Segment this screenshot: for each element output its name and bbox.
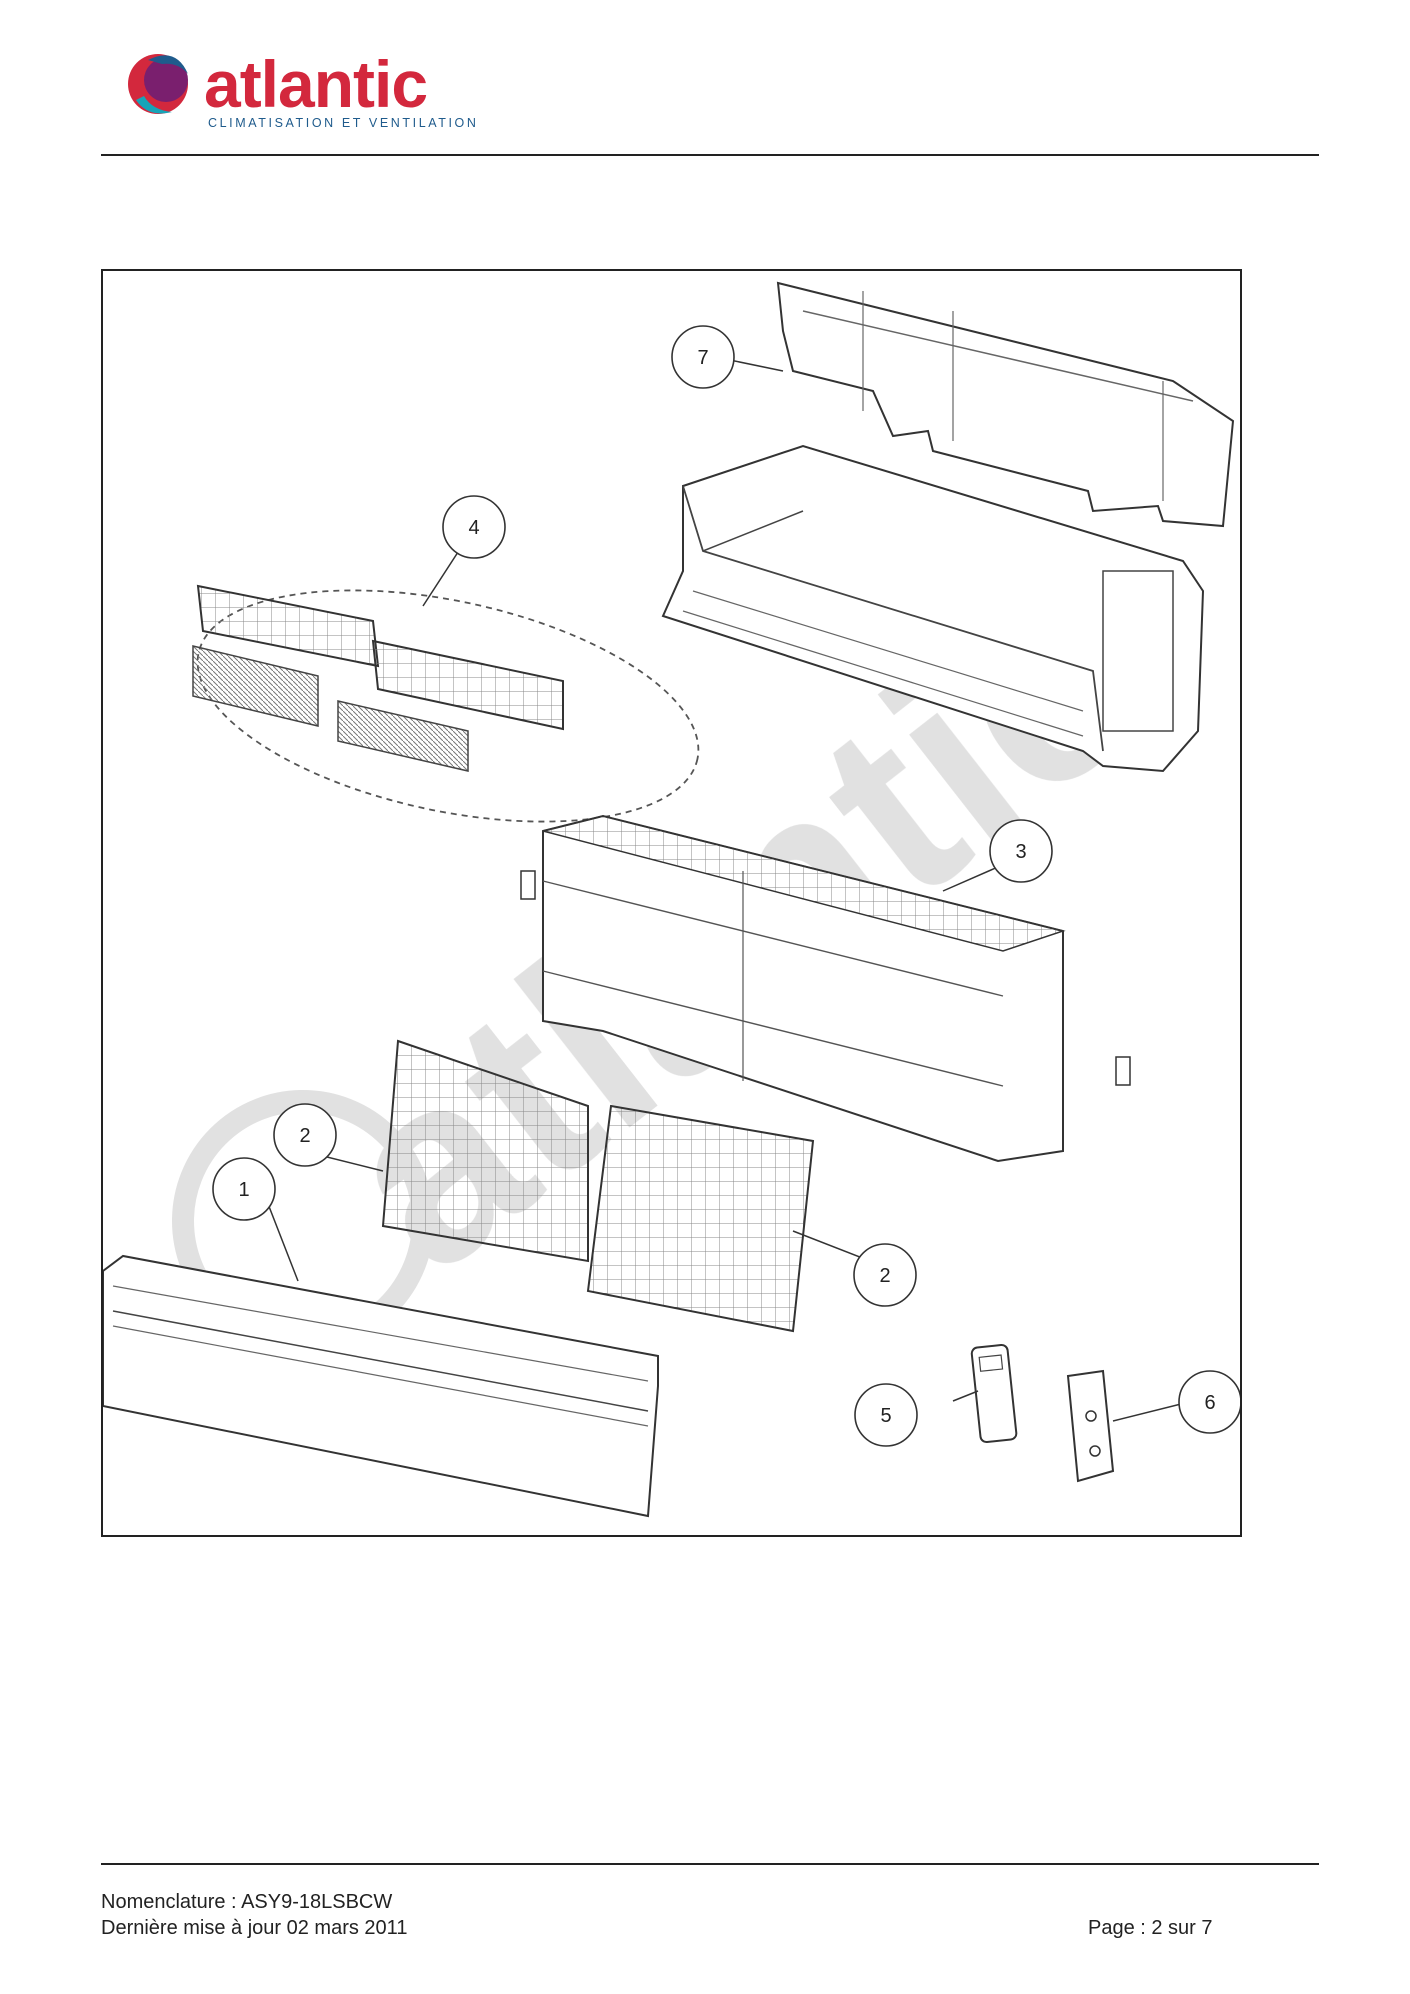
logo-wordmark: atlantic xyxy=(204,47,428,121)
svg-text:2: 2 xyxy=(299,1125,310,1147)
part-5-remote-control xyxy=(970,1343,1018,1444)
callout-5: 5 xyxy=(854,1383,918,1447)
atlantic-logo: atlantic CLIMATISATION ET VENTILATION xyxy=(118,40,498,140)
callout-2a: 2 xyxy=(273,1103,337,1167)
exploded-view-diagram: atlantic xyxy=(101,269,1242,1537)
callout-1: 1 xyxy=(212,1157,276,1221)
svg-text:5: 5 xyxy=(880,1405,891,1427)
chassis-unit xyxy=(661,444,1205,773)
callout-4: 4 xyxy=(442,495,506,559)
header-rule xyxy=(101,154,1319,156)
callout-6: 6 xyxy=(1178,1370,1240,1434)
footer-page-number: Page : 2 sur 7 xyxy=(1088,1917,1213,1939)
svg-text:6: 6 xyxy=(1204,1392,1215,1414)
footer-nomenclature: Nomenclature : ASY9-18LSBCW xyxy=(101,1891,393,1913)
svg-text:2: 2 xyxy=(879,1265,890,1287)
callout-2b: 2 xyxy=(853,1243,917,1307)
footer-last-update: Dernière mise à jour 02 mars 2011 xyxy=(101,1917,408,1939)
callout-7: 7 xyxy=(671,325,735,389)
svg-text:3: 3 xyxy=(1015,841,1026,863)
callout-3: 3 xyxy=(989,819,1053,883)
part-1-front-panel xyxy=(103,1254,659,1518)
footer-rule xyxy=(101,1863,1319,1865)
part-3-body xyxy=(520,814,1131,1163)
part-4-filter-set xyxy=(192,584,700,823)
logo-swirl-icon xyxy=(128,54,188,114)
part-2-air-filters xyxy=(381,1039,815,1333)
svg-text:1: 1 xyxy=(238,1179,249,1201)
part-6-remote-holder xyxy=(1066,1369,1115,1483)
svg-text:4: 4 xyxy=(468,517,479,539)
diagram-drawing: atlantic xyxy=(103,281,1240,1518)
svg-text:7: 7 xyxy=(697,347,708,369)
logo-tagline: CLIMATISATION ET VENTILATION xyxy=(208,116,479,130)
